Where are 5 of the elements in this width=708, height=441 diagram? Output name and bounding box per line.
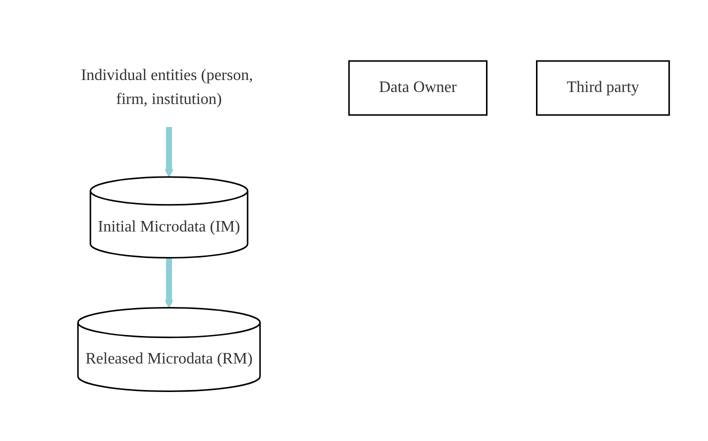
node-box: Data Owner <box>348 60 488 116</box>
node-text: Individual entities (person, firm, institution) <box>80 67 253 108</box>
arrow <box>164 258 174 309</box>
node-box: Third party <box>536 60 670 116</box>
arrow <box>164 127 174 178</box>
